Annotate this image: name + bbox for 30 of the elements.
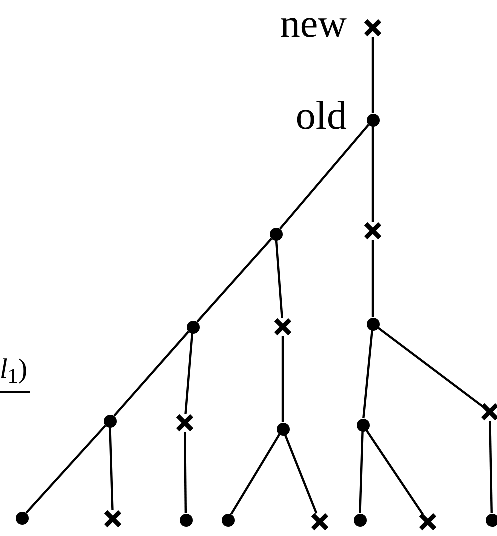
tree-branch (26, 425, 106, 514)
tree-branch (359, 431, 364, 514)
tree-branch (362, 330, 374, 419)
tree-branch (113, 331, 190, 417)
node-caption: old (296, 96, 347, 136)
cross-mark (274, 318, 292, 336)
tree-branch (372, 240, 374, 318)
tree-branch (279, 124, 370, 230)
tree-branch (284, 434, 318, 514)
fraction-fragment: l$_{1}$) (0, 352, 30, 393)
tree-branch (184, 333, 194, 414)
cross-mark (481, 403, 497, 421)
tree-branch (184, 432, 188, 514)
cross-mark (419, 513, 437, 531)
tree-branch (372, 37, 374, 114)
tree-branch (366, 430, 424, 516)
tree-branch (109, 427, 114, 510)
node-caption: new (280, 4, 347, 44)
cross-mark (176, 414, 194, 432)
tree-branch (282, 336, 284, 422)
cross-mark (104, 510, 122, 528)
tree-branch (275, 240, 284, 318)
cross-mark (311, 513, 329, 531)
tree-branch (196, 238, 272, 323)
tree-branch (230, 434, 281, 515)
cross-mark (364, 19, 382, 37)
cross-mark (364, 222, 382, 240)
tree-branch (489, 420, 493, 514)
tree-branch (372, 126, 374, 222)
tree-branch (378, 327, 484, 408)
